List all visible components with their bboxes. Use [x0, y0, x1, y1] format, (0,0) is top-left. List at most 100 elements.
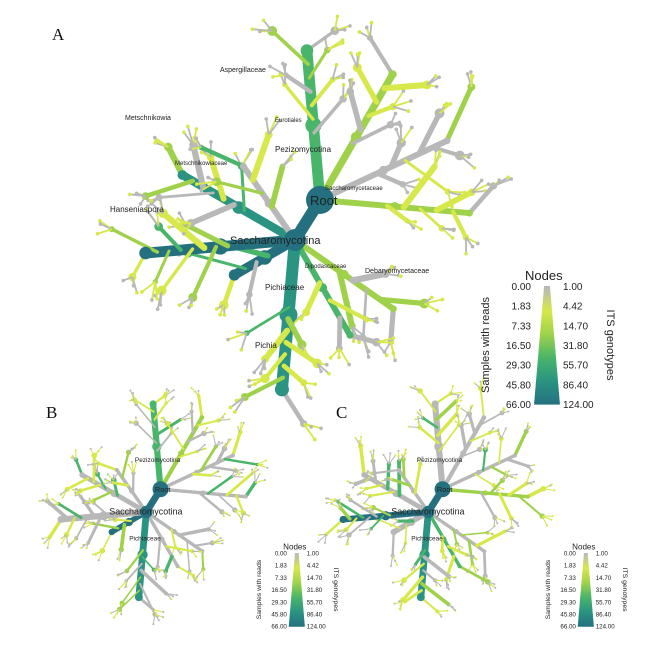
- tree-node: [525, 494, 530, 499]
- tree-tip: [198, 550, 201, 553]
- tree-tip: [407, 425, 411, 428]
- legend-left-tick: 66.00: [560, 624, 576, 631]
- legend-right-tick: 31.80: [563, 341, 588, 352]
- tree-tip: [404, 448, 407, 451]
- tree-twig: [460, 415, 468, 426]
- tree-tip: [354, 436, 357, 439]
- legend-gradient-band: [539, 341, 555, 344]
- legend-gradient-band: [535, 386, 559, 389]
- tree-tip: [194, 136, 199, 141]
- tree-twig: [164, 390, 169, 397]
- tree-tip: [504, 427, 507, 430]
- legend-gradient-band: [579, 607, 593, 610]
- tree-twig: [505, 527, 513, 532]
- tree-twig: [448, 603, 456, 611]
- tree-subbranch: [418, 207, 444, 230]
- tree-subbranch: [285, 316, 305, 348]
- tree-tip: [210, 430, 213, 433]
- tree-subbranch: [225, 473, 253, 497]
- tree-tip: [85, 547, 88, 550]
- tree-node: [274, 382, 289, 397]
- tree-tip: [106, 473, 109, 476]
- saccharomycotina-node: [284, 229, 306, 251]
- tree-twig: [441, 227, 454, 239]
- legend-left-tick: 7.33: [275, 575, 288, 582]
- legend-gradient-band: [578, 616, 594, 619]
- tree-twig: [164, 389, 175, 397]
- tree-twig: [447, 190, 460, 196]
- tree-tip: [511, 527, 514, 530]
- tree-twig: [132, 392, 136, 400]
- root-node: [306, 186, 334, 214]
- legend-gradient-band: [293, 573, 301, 576]
- tree-tip: [373, 319, 378, 324]
- tree-subbranch: [199, 445, 218, 472]
- tree-node: [482, 490, 488, 496]
- tree-twig: [363, 502, 374, 508]
- legend-gradient-band: [293, 566, 300, 569]
- tree-tip: [469, 405, 472, 408]
- tree-twig: [132, 462, 137, 474]
- legend-gradient-band: [291, 594, 303, 597]
- tree-subbranch: [467, 539, 474, 566]
- legend-gradient-band: [540, 329, 554, 332]
- tree-tip: [437, 75, 441, 80]
- legend-title: Nodes: [572, 542, 595, 551]
- tree-twig: [268, 119, 281, 136]
- tree-twig: [445, 579, 450, 590]
- tree-twig: [229, 396, 246, 409]
- legend-gradient-band: [582, 567, 589, 570]
- tree-twig: [257, 464, 268, 469]
- tree-twig: [179, 296, 194, 306]
- legend-gradient-band: [294, 560, 300, 563]
- tree-tip: [506, 175, 511, 180]
- tree-subbranch: [170, 528, 177, 548]
- tree-twig: [324, 534, 327, 544]
- tree-twig: [147, 211, 160, 228]
- tree-tip: [94, 553, 97, 557]
- tree-subbranch: [479, 387, 485, 419]
- tree-tip: [154, 139, 158, 143]
- tree-twig: [43, 536, 51, 544]
- tree-leaf-node: [94, 471, 101, 477]
- tree-twig: [113, 609, 120, 619]
- tree-tip: [221, 539, 224, 542]
- legend-gradient-band: [536, 380, 558, 383]
- tree-tip: [337, 535, 340, 538]
- tree-subbranch: [349, 270, 389, 284]
- tree-tip: [74, 494, 77, 497]
- tree-tip: [367, 532, 370, 535]
- legend-right-axis-label: ITS genotypes: [332, 568, 339, 613]
- tree-subbranch: [262, 327, 291, 363]
- legend-gradient-band: [543, 291, 551, 295]
- tree-twig: [419, 457, 423, 465]
- legend-gradient-band: [579, 609, 593, 611]
- tree-tip: [182, 130, 186, 135]
- tree-tip: [172, 396, 175, 399]
- tree-tip: [434, 84, 439, 89]
- tree-twig: [119, 549, 122, 560]
- tree-subbranch: [135, 403, 156, 429]
- tree-tip: [401, 89, 406, 93]
- tree-subbranch: [327, 298, 369, 322]
- tree-subbranch: [371, 459, 378, 484]
- tree-tip: [482, 377, 485, 380]
- tree-tip: [213, 520, 216, 524]
- tree-tip: [171, 426, 174, 429]
- tree-twig: [471, 190, 486, 194]
- tree-tip: [229, 438, 232, 441]
- tree-subbranch: [507, 481, 528, 497]
- legend-gradient-band: [582, 571, 590, 574]
- tree-twig: [235, 468, 244, 472]
- tree-tip: [509, 526, 512, 529]
- tree-twig: [527, 465, 534, 472]
- legend-gradient-band: [583, 556, 588, 559]
- tree-node: [443, 137, 451, 145]
- tree-twig: [153, 609, 164, 613]
- tree-subbranch: [345, 517, 358, 531]
- legend-title: Nodes: [283, 542, 306, 551]
- legend-gradient-band: [535, 392, 559, 395]
- tree-subbranch: [418, 426, 440, 445]
- tree-subbranch: [197, 491, 224, 514]
- legend-gradient-band: [542, 305, 552, 309]
